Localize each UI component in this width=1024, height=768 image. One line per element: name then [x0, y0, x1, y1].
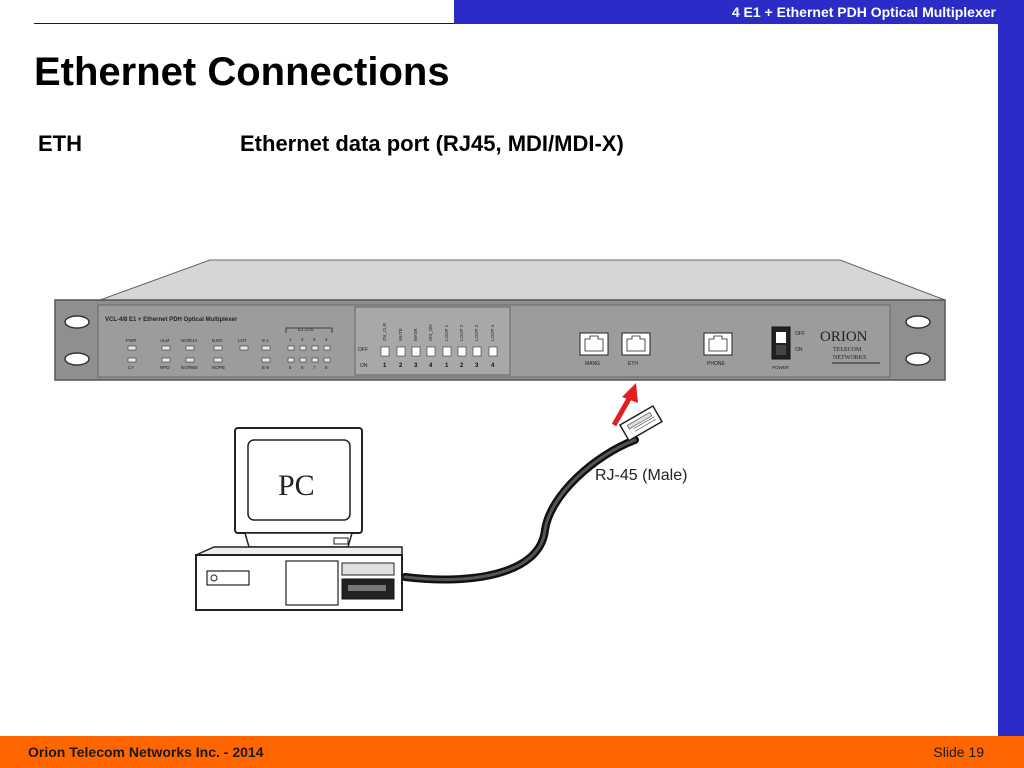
led-label: NOPB: [212, 365, 225, 370]
mang-port-label: MANG: [585, 361, 600, 367]
rj45-plug: [618, 404, 663, 442]
dip-switch-block: [354, 306, 511, 376]
header-bar: 4 E1 + Ethernet PDH Optical Multiplexer: [454, 0, 1000, 24]
e1-los-number: 4: [325, 337, 328, 342]
orion-logo-sub2: NETWORKS: [833, 355, 866, 361]
led-label: E-5: [262, 365, 270, 370]
phone-port[interactable]: [703, 332, 733, 356]
dip-number: 1: [445, 363, 449, 369]
connector-label: RJ-45 (Male): [595, 467, 687, 484]
dip-label: LOOP 2: [459, 324, 464, 341]
orion-logo: ORION: [820, 329, 868, 345]
power-on-label: ON: [795, 347, 803, 353]
led-label: ALM: [160, 338, 170, 343]
rack-hole-icon: [905, 352, 931, 366]
right-accent-stripe: [998, 0, 1024, 736]
e1-los-number: 1: [289, 337, 292, 342]
device-model-label: VCL-4/8 E1 + Ethernet PDH Optical Multip…: [105, 317, 238, 323]
led-row-top: [127, 345, 331, 351]
arrow-to-eth-port: [611, 395, 633, 427]
dip-number: 3: [414, 363, 418, 369]
term-description: Ethernet data port (RJ45, MDI/MDI-X): [240, 131, 624, 156]
dip-number: 2: [399, 363, 403, 369]
phone-port-label: PHONE: [707, 361, 725, 367]
pc-case: [195, 546, 403, 611]
dip-number: 4: [429, 363, 433, 369]
rack-hole-icon: [64, 352, 90, 366]
header-rule: [34, 23, 454, 24]
dip-switches[interactable]: [380, 346, 498, 357]
dip-number: 3: [475, 363, 479, 369]
chassis-top: [99, 259, 946, 301]
arrow-head-icon: [622, 383, 638, 403]
dip-number: 1: [383, 363, 387, 369]
dip-off-label: OFF: [358, 347, 368, 353]
led-label: NO/RB5: [181, 365, 198, 370]
e1-los-number: 3: [313, 337, 316, 342]
dip-label: MUTE: [398, 328, 403, 341]
header-title: 4 E1 + Ethernet PDH Optical Multiplexer: [731, 4, 996, 20]
eth-port[interactable]: [621, 332, 651, 356]
mang-port[interactable]: [579, 332, 609, 356]
led-label: LNT: [238, 338, 247, 343]
led-label: RPD: [160, 365, 170, 370]
pc-label: PC: [278, 469, 315, 502]
e1-los-number: 7: [313, 365, 316, 370]
led-label: B.EN: [212, 338, 223, 343]
rack-hole-icon: [64, 315, 90, 329]
eth-port-label: ETH: [628, 361, 638, 367]
led-label: CY: [128, 365, 134, 370]
footer-bar: Orion Telecom Networks Inc. - 2014 Slide…: [0, 736, 1024, 768]
ethernet-cable: [401, 436, 639, 584]
e1-los-label: E1 LOS: [298, 327, 314, 332]
e1-los-number: 8: [325, 365, 328, 370]
term-eth: ETH: [38, 131, 82, 156]
power-off-label: OFF: [795, 331, 805, 337]
dip-label: LOOP 1: [444, 324, 449, 341]
dip-number: 2: [460, 363, 464, 369]
e1-los-number: 6: [301, 365, 304, 370]
footer-company: Orion Telecom Networks Inc. - 2014: [28, 744, 264, 760]
connection-diagram: VCL-4/8 E1 + Ethernet PDH Optical Multip…: [54, 259, 946, 611]
led-label: PWR: [126, 338, 137, 343]
rack-hole-icon: [905, 315, 931, 329]
dip-label: LOOP 4: [490, 324, 495, 341]
power-switch[interactable]: [771, 326, 791, 360]
slide-title: Ethernet Connections: [34, 50, 450, 94]
dip-label: MASK: [413, 328, 418, 341]
led-row-bottom: [127, 357, 331, 363]
dip-label: AIS_ON: [428, 324, 433, 341]
e1-los-bracket: [285, 327, 333, 333]
led-label: E-1: [262, 338, 270, 343]
e1-los-number: 5: [289, 365, 292, 370]
dip-label: LOOP 3: [474, 324, 479, 341]
pc-monitor: [234, 427, 363, 548]
dip-label: OV_CLR: [382, 322, 387, 341]
dip-number: 4: [491, 363, 495, 369]
orion-logo-sub1: TELECOM: [833, 347, 862, 353]
e1-los-number: 2: [301, 337, 304, 342]
power-label: POWER: [772, 365, 790, 370]
ethernet-cable-highlight: [403, 438, 637, 581]
led-label: NO/E1A: [181, 338, 198, 343]
dip-on-label: ON: [360, 363, 368, 369]
slide-number: Slide 19: [933, 744, 984, 760]
